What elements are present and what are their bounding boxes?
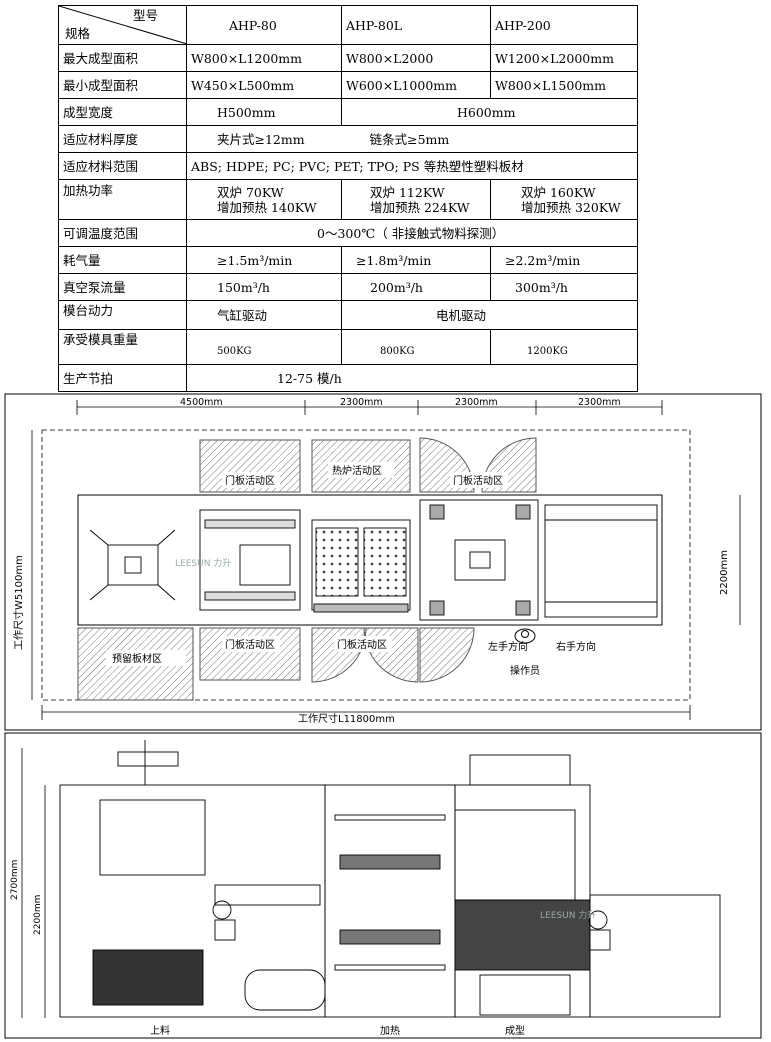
table-row: 最大成型面积 W800×L1200mm W800×L2000 W1200×L20… — [58, 44, 638, 72]
row-label: 耗气量 — [58, 246, 187, 274]
table-cell: 双炉 112KW — [370, 184, 445, 200]
table-cell: 200m³/h — [341, 273, 491, 301]
table-header-row: 型号 规格 AHP-80 AHP-80L AHP-200 — [58, 5, 638, 45]
table-row: 模台动力 气缸驱动 电机驱动 — [58, 300, 638, 330]
corner-diagonal — [59, 6, 186, 44]
dim-label: 2300mm — [340, 397, 383, 408]
row-label: 模台动力 — [58, 300, 187, 330]
door-zone-bottom-1 — [199, 627, 301, 681]
table-cell: 800KG — [341, 329, 491, 365]
dim-label: 2300mm — [455, 397, 498, 408]
table-cell: 增加预热 140KW — [217, 199, 317, 215]
row-label: 最小成型面积 — [58, 71, 187, 99]
table-cell: ≥2.2m³/min — [490, 246, 638, 274]
direction-label: 右手方向 — [556, 640, 596, 653]
table-cell: 双炉 160KW — [521, 184, 596, 200]
top-dimensions — [76, 400, 663, 415]
row-label: 最大成型面积 — [58, 44, 187, 72]
table-cell: 1200KG — [490, 329, 638, 365]
elevation-machine — [59, 740, 721, 1018]
direction-label: 左手方向 — [488, 640, 528, 653]
table-row: 可调温度范围 0～300℃（ 非接触式物料探测） — [58, 219, 638, 247]
elevation-inner-height: 2200mm — [33, 895, 43, 935]
watermark: LEESUN 力升 — [175, 557, 231, 569]
zone-label: 门板活动区 — [337, 638, 387, 651]
row-label: 可调温度范围 — [58, 219, 187, 247]
inner-height-label: 2200mm — [719, 550, 730, 595]
length-label: 工作尺寸L11800mm — [298, 712, 395, 725]
width-label: 工作尺寸W5100mm — [12, 555, 25, 650]
elevation-label: 加热 — [380, 1024, 400, 1037]
heater-panel — [311, 519, 411, 613]
zone-label: 热炉活动区 — [332, 464, 382, 477]
table-row: 适应材料范围 ABS; HDPE; PC; PVC; PET; TPO; PS … — [58, 152, 638, 180]
table-cell: 双炉 70KW — [217, 184, 284, 200]
elevation-label: 上料 — [150, 1024, 170, 1037]
zone-label: 门板活动区 — [453, 474, 503, 487]
table-cell: W450×L500mm — [186, 71, 342, 99]
unload-rail — [544, 504, 658, 618]
table-row: 耗气量 ≥1.5m³/min ≥1.8m³/min ≥2.2m³/min — [58, 246, 638, 274]
table-row: 最小成型面积 W450×L500mm W600×L1000mm W800×L15… — [58, 71, 638, 99]
forming-station — [419, 499, 539, 621]
table-cell: W1200×L2000mm — [490, 44, 638, 72]
elevation-label: 成型 — [505, 1024, 525, 1037]
work-area-outline — [41, 429, 691, 701]
table-row: 真空泵流量 150m³/h 200m³/h 300m³/h — [58, 273, 638, 301]
table-cell: 链条式≥5mm — [369, 131, 450, 147]
table-cell: 夹片式≥12mm — [217, 131, 305, 147]
table-cell: W800×L2000 — [341, 44, 491, 72]
zone-label: 预留板材区 — [112, 652, 162, 665]
table-cell: ≥1.8m³/min — [341, 246, 491, 274]
dim-label: 4500mm — [180, 397, 223, 408]
table-cell: W600×L1000mm — [341, 71, 491, 99]
model-header: AHP-80 — [186, 5, 342, 45]
elevation-total-height: 2700mm — [10, 860, 20, 900]
table-cell: 增加预热 320KW — [521, 199, 621, 215]
table-cell: W800×L1500mm — [490, 71, 638, 99]
corner-cell: 型号 规格 — [58, 5, 187, 45]
corner-top-label: 型号 — [132, 8, 158, 23]
watermark: LEESUN 力升 — [540, 909, 596, 921]
table-cell: 12-75 模/h — [186, 364, 638, 392]
table-cell: ≥1.5m³/min — [186, 246, 342, 274]
table-row: 承受模具重量 500KG 800KG 1200KG — [58, 329, 638, 365]
zone-label: 门板活动区 — [225, 638, 275, 651]
table-cell: 电机驱动 — [341, 300, 638, 330]
table-cell: 300m³/h — [490, 273, 638, 301]
table-cell: H500mm — [186, 98, 342, 126]
row-label: 适应材料范围 — [58, 152, 187, 180]
dim-label: 2300mm — [578, 397, 621, 408]
table-row: 生产节拍 12-75 模/h — [58, 364, 638, 392]
spec-table: 型号 规格 AHP-80 AHP-80L AHP-200 最大成型面积 W800… — [58, 5, 638, 392]
clamp-frame — [199, 509, 301, 611]
row-label: 成型宽度 — [58, 98, 187, 126]
zone-label: 门板活动区 — [225, 474, 275, 487]
table-cell: 500KG — [186, 329, 342, 365]
corner-bottom-label: 规格 — [65, 26, 91, 41]
model-header: AHP-80L — [341, 5, 491, 45]
operator-icon — [514, 628, 536, 644]
table-cell: ABS; HDPE; PC; PVC; PET; TPO; PS 等热塑性塑料板… — [186, 152, 638, 180]
loading-station — [89, 529, 176, 601]
table-cell-group: 夹片式≥12mm 链条式≥5mm — [186, 125, 638, 153]
door-arc — [419, 627, 475, 683]
operator-label: 操作员 — [510, 664, 540, 677]
table-cell: 增加预热 224KW — [370, 199, 470, 215]
